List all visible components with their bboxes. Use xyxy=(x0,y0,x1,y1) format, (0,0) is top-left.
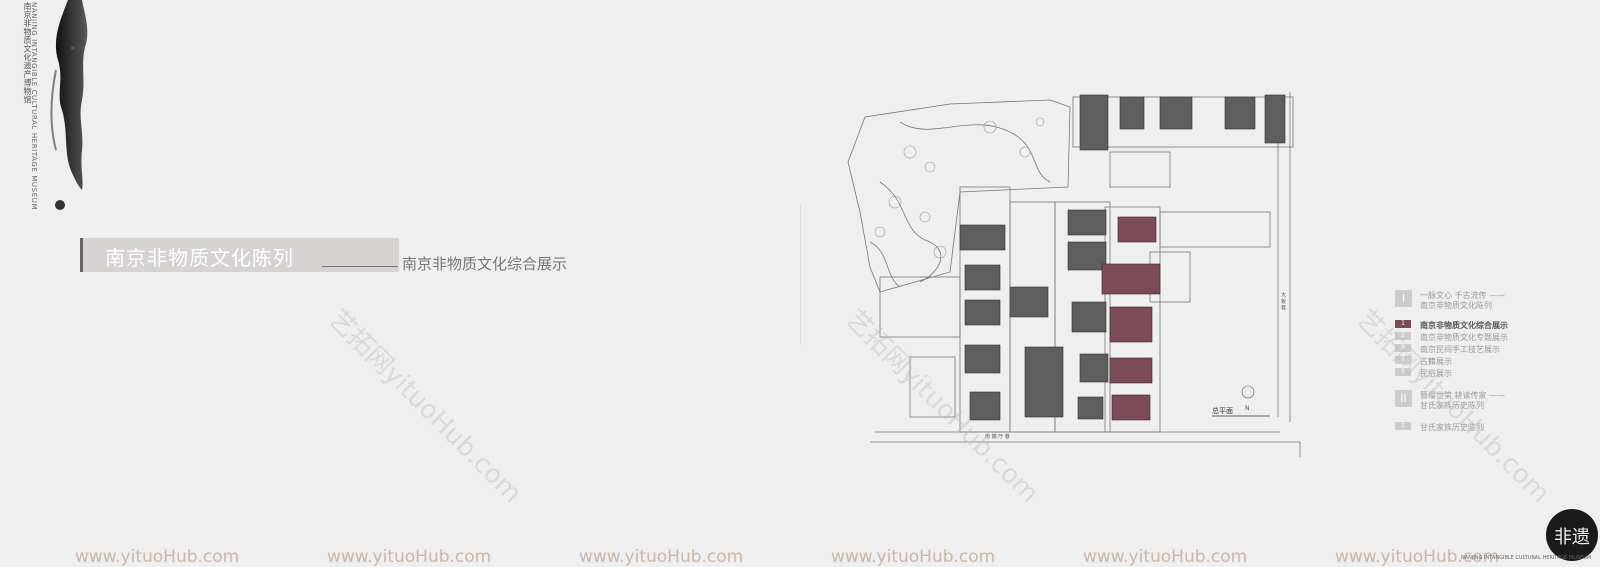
legend-item-label: 古籍展示 xyxy=(1420,357,1452,366)
svg-text:N: N xyxy=(1245,405,1250,412)
legend-item-num: 3 xyxy=(1395,344,1411,352)
svg-text:南 捕 厅 巷: 南 捕 厅 巷 xyxy=(985,433,1010,440)
legend-section2-num: II xyxy=(1395,390,1412,407)
legend-section1-num: I xyxy=(1395,290,1412,307)
watermark-footer: www.yituoHub.com xyxy=(579,547,744,567)
museum-title-en: NANJING INTANGIBLE CULTURAL HERITAGE MUS… xyxy=(30,2,38,211)
watermark-footer: www.yituoHub.com xyxy=(75,547,240,567)
divider xyxy=(800,205,801,345)
svg-text:非遗: 非遗 xyxy=(1554,527,1590,548)
legend-item-num: 5 xyxy=(1395,368,1411,376)
watermark-footer: www.yituoHub.com xyxy=(1335,547,1500,567)
logo-subtitle: NANJING INTANGIBLE CULTURAL HERITAGE MUS… xyxy=(1461,555,1592,561)
museum-logo-icon: 非遗 xyxy=(1546,509,1598,561)
legend-section1-title: 一脉文心 千古流传 —— xyxy=(1420,291,1506,300)
legend-item-label: 南京非物质文化综合展示 xyxy=(1420,321,1508,330)
watermark-footer: www.yituoHub.com xyxy=(327,547,492,567)
legend-item-num: 4 xyxy=(1395,356,1411,364)
museum-title-cn: 南京非物质文化遗产博物馆 xyxy=(23,2,32,104)
legend-item-label: 甘氏家族历史陈列 xyxy=(1420,423,1484,432)
legend-item-num: 1 xyxy=(1395,422,1411,430)
legend-section2-title: 簪缨世第 耕读传家 —— xyxy=(1420,391,1506,400)
legend-item-label: 南京非物质文化专题展示 xyxy=(1420,333,1508,342)
banner-subtitle: 南京非物质文化综合展示 xyxy=(402,255,568,273)
legend-item-num: 2 xyxy=(1395,332,1411,340)
legend-section2-sub: 甘氏家族历史陈列 xyxy=(1420,401,1484,410)
banner-underline xyxy=(322,266,398,267)
site-plan: 总平面 南 捕 厅 巷 大 板 巷 N xyxy=(847,92,1301,457)
watermark-footer: www.yituoHub.com xyxy=(831,547,996,567)
legend-section1-sub: 南京非物质文化陈列 xyxy=(1420,301,1492,310)
watermark-diagonal: 艺拓网yituoHub.com xyxy=(322,304,528,509)
legend-item-label: 南京民间手工技艺展示 xyxy=(1420,345,1500,354)
plan-label: 总平面 xyxy=(1212,406,1233,415)
legend: I 一脉文心 千古流传 —— 南京非物质文化陈列 1 南京非物质文化综合展示 2… xyxy=(1395,290,1585,450)
banner-title: 南京非物质文化陈列 xyxy=(105,246,294,270)
ink-brush-decoration xyxy=(50,0,88,210)
legend-item-label: 民俗展示 xyxy=(1420,369,1452,378)
watermark-footer: www.yituoHub.com xyxy=(1083,547,1248,567)
svg-text:大 板 巷: 大 板 巷 xyxy=(1280,291,1286,310)
legend-item-num: 1 xyxy=(1395,320,1411,328)
